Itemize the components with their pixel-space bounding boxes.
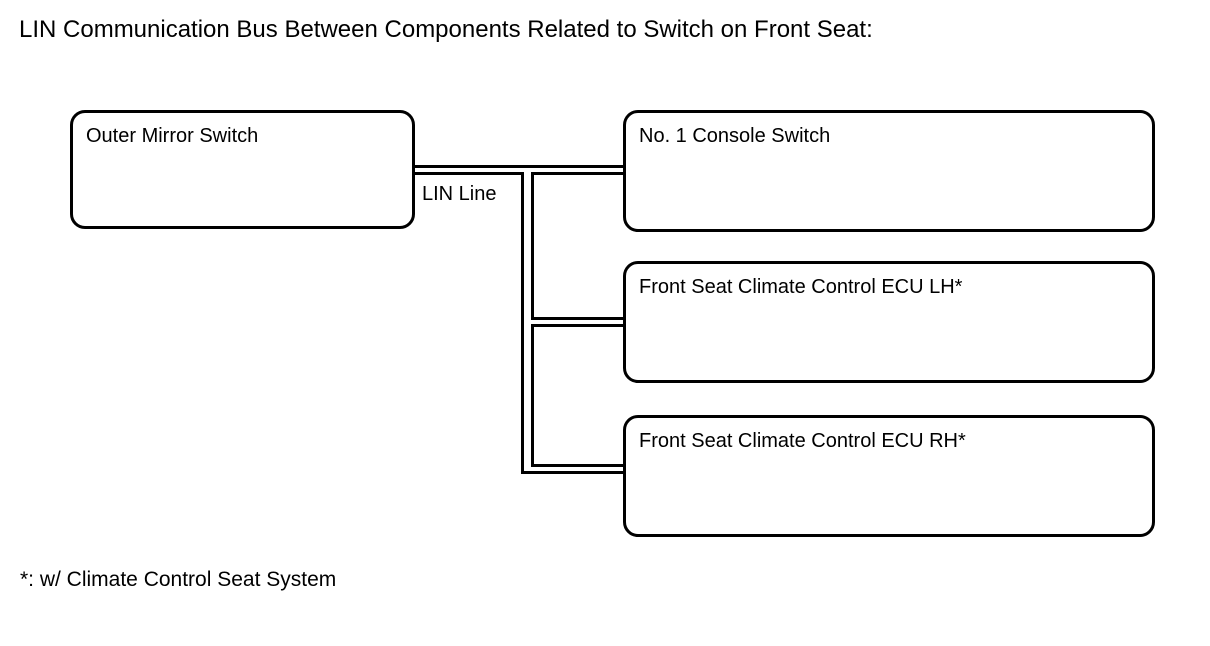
node-front-seat-climate-control-ecu-rh-label: Front Seat Climate Control ECU RH* [639,430,966,452]
footnote: *: w/ Climate Control Seat System [20,568,337,591]
node-front-seat-climate-control-ecu-lh: Front Seat Climate Control ECU LH* [623,261,1155,383]
diagram-title: LIN Communication Bus Between Components… [19,16,873,43]
node-no1-console-switch-label: No. 1 Console Switch [639,125,831,147]
lin-line-label: LIN Line [422,183,497,205]
node-outer-mirror-switch-label: Outer Mirror Switch [86,125,259,147]
node-front-seat-climate-control-ecu-rh: Front Seat Climate Control ECU RH* [623,415,1155,537]
lin-bus-branch-rh-core [524,467,627,471]
lin-bus-vertical-core [524,168,531,471]
node-no1-console-switch: No. 1 Console Switch [623,110,1155,232]
lin-bus-main-horizontal-core [414,168,627,172]
node-outer-mirror-switch: Outer Mirror Switch [70,110,415,229]
lin-bus-branch-lh-core [524,320,627,324]
node-front-seat-climate-control-ecu-lh-label: Front Seat Climate Control ECU LH* [639,276,963,298]
